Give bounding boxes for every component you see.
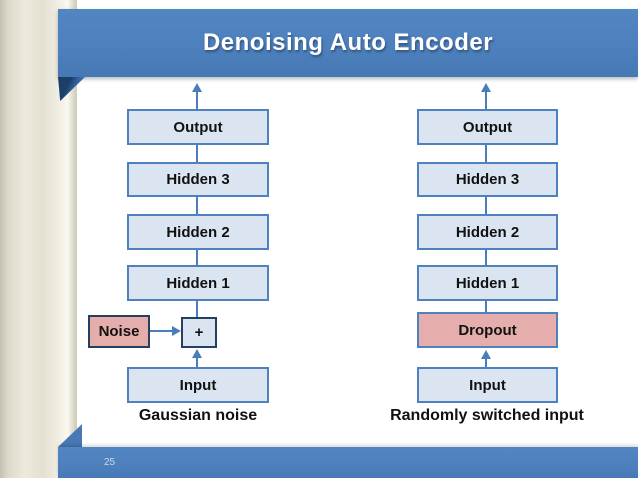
arrow-right-icon bbox=[172, 326, 181, 336]
box-output-right: Output bbox=[417, 109, 558, 145]
box-label: Noise bbox=[98, 323, 140, 340]
connector-line bbox=[196, 356, 198, 367]
arrow-up-icon bbox=[481, 83, 491, 92]
connector-line bbox=[196, 301, 198, 317]
box-label: Hidden 3 bbox=[166, 171, 230, 188]
box-hidden3-right: Hidden 3 bbox=[417, 162, 558, 197]
connector-line bbox=[196, 250, 198, 265]
slide-title: Denoising Auto Encoder bbox=[202, 29, 494, 56]
box-dropout: Dropout bbox=[417, 312, 558, 348]
caption-right: Randomly switched input bbox=[390, 407, 584, 424]
box-output-left: Output bbox=[127, 109, 269, 145]
box-label: Output bbox=[462, 118, 513, 136]
box-label: Hidden 1 bbox=[455, 274, 520, 292]
connector-line bbox=[485, 301, 487, 312]
connector-line bbox=[485, 197, 487, 214]
connector-line bbox=[485, 90, 487, 109]
footer-bar: 25 bbox=[58, 447, 638, 478]
box-plus: + bbox=[181, 317, 217, 348]
title-banner: Denoising Auto Encoder bbox=[58, 9, 638, 77]
box-label: Input bbox=[179, 376, 217, 394]
box-label: Output bbox=[173, 118, 223, 136]
connector-line bbox=[196, 197, 198, 214]
box-label: Input bbox=[469, 376, 506, 394]
connector-line bbox=[150, 330, 173, 332]
box-hidden3-left: Hidden 3 bbox=[127, 162, 269, 197]
box-hidden1-left: Hidden 1 bbox=[127, 265, 269, 301]
connector-line bbox=[196, 90, 198, 109]
box-label: Hidden 2 bbox=[166, 223, 230, 241]
page-number: 25 bbox=[104, 457, 116, 468]
box-input-left: Input bbox=[127, 367, 269, 403]
arrow-up-icon bbox=[192, 83, 202, 92]
box-hidden2-left: Hidden 2 bbox=[127, 214, 269, 250]
box-hidden2-right: Hidden 2 bbox=[417, 214, 558, 250]
connector-line bbox=[485, 250, 487, 265]
box-hidden1-right: Hidden 1 bbox=[417, 265, 558, 301]
arrow-up-icon bbox=[192, 349, 202, 358]
connector-line bbox=[485, 145, 487, 162]
caption-left: Gaussian noise bbox=[138, 407, 258, 424]
box-label: Hidden 2 bbox=[455, 223, 520, 241]
connector-line bbox=[196, 145, 198, 162]
box-label: Hidden 1 bbox=[166, 274, 230, 292]
box-noise: Noise bbox=[88, 315, 150, 348]
arrow-up-icon bbox=[481, 350, 491, 359]
box-input-right: Input bbox=[417, 367, 558, 403]
box-label: + bbox=[194, 324, 204, 341]
box-label: Hidden 3 bbox=[455, 171, 520, 188]
connector-line bbox=[485, 357, 487, 367]
box-label: Dropout bbox=[458, 321, 517, 339]
